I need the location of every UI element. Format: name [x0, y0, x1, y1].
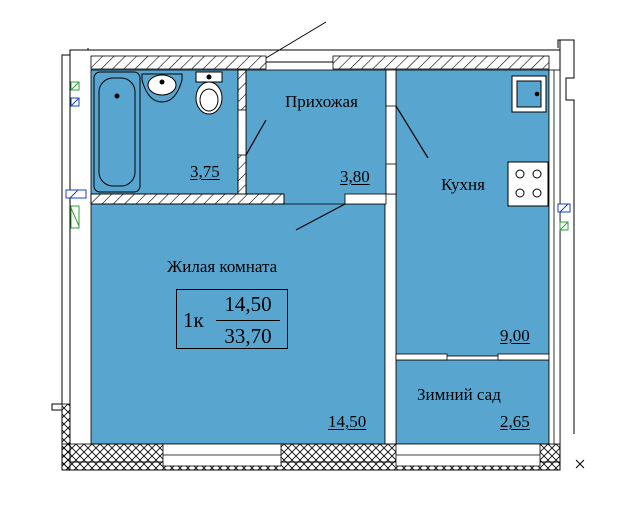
apartment-type: 1к — [183, 308, 204, 332]
bathtub-icon — [93, 71, 141, 193]
area-fraction: 14,50 33,70 — [214, 292, 282, 349]
entrance-door-icon — [265, 21, 333, 63]
area-label-winter-garden: 2,65 — [500, 412, 530, 431]
toilet-icon — [195, 71, 223, 115]
interior-walls — [90, 69, 550, 445]
door-swings — [245, 105, 429, 231]
room-label-living-room: Жилая комната — [167, 257, 278, 276]
ventilation-icon — [65, 81, 571, 231]
area-label-kitchen: 9,00 — [500, 326, 530, 345]
living-door-jamb — [344, 193, 387, 205]
corner-mark — [575, 459, 585, 469]
area-label-bathroom: 3,75 — [190, 162, 220, 181]
kitchen-floor — [395, 69, 550, 357]
living-area: 14,50 — [224, 292, 272, 316]
fraction-bar — [216, 320, 280, 322]
area-label-hallway: 3,80 — [340, 167, 370, 186]
area-label-living-room: 14,50 — [328, 412, 367, 431]
right-wall-glazing — [548, 69, 561, 445]
bottom-wall — [61, 403, 561, 471]
total-area: 33,70 — [224, 324, 272, 349]
hallway-floor — [245, 69, 387, 195]
hallway-kitchen-wall — [385, 69, 397, 107]
room-label-kitchen: Кухня — [441, 175, 485, 194]
sink-icon — [141, 73, 183, 103]
room-label-winter-garden: Зимний сад — [417, 385, 501, 404]
top-wall-hatching — [90, 55, 550, 70]
living-kitchen-wall — [384, 193, 397, 445]
stove-icon — [507, 161, 549, 207]
kitchen-garden-wall — [395, 353, 448, 361]
kitchen-sink-icon — [511, 75, 547, 113]
apartment-summary: 1к 14,50 33,70 — [176, 289, 288, 349]
room-label-hallway: Прихожая — [285, 92, 358, 111]
